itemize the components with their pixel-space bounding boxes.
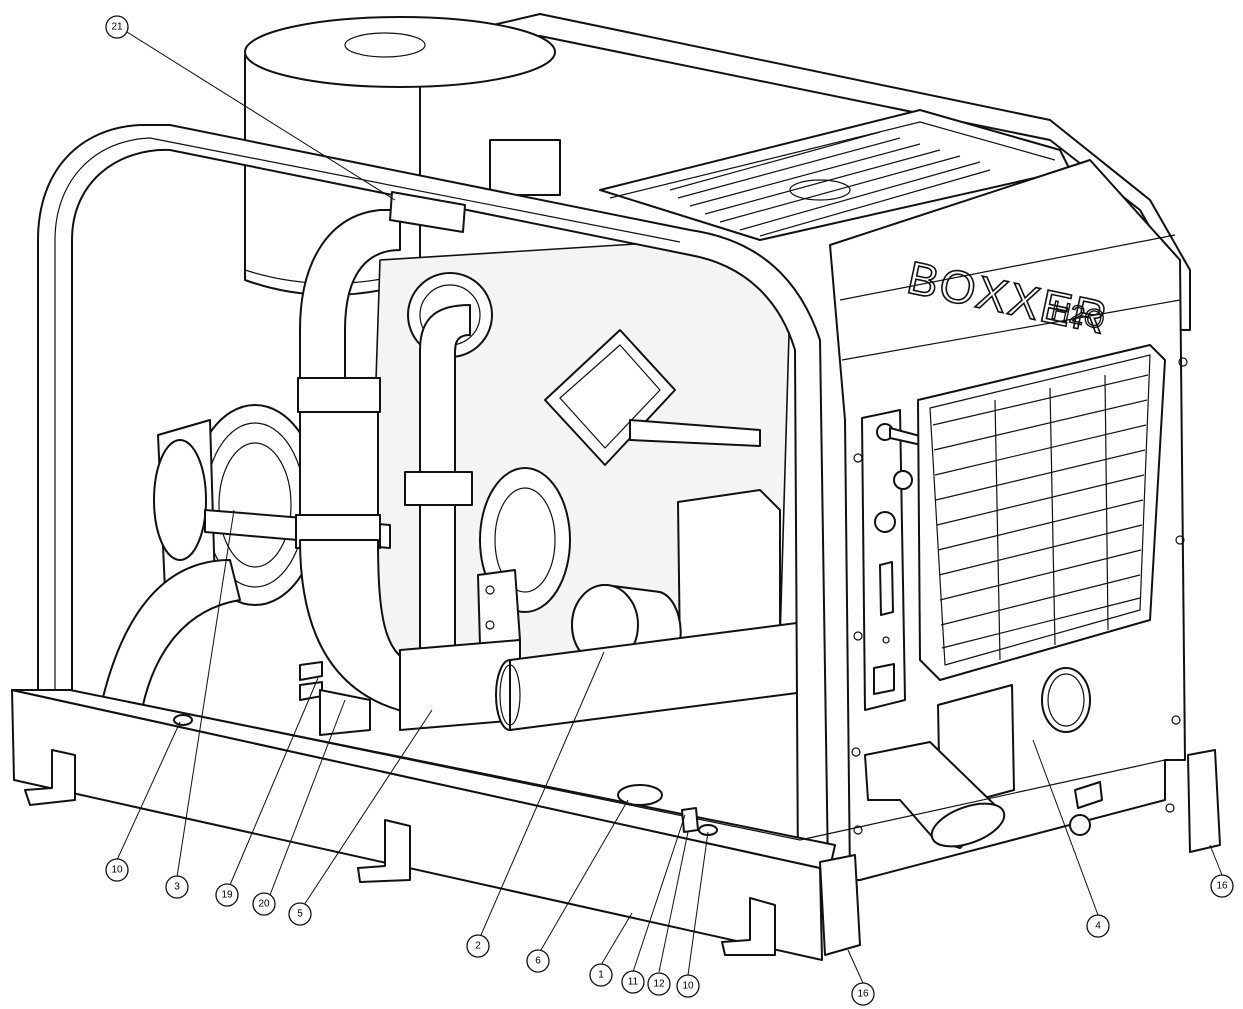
mounting-foot [721,897,776,956]
decal-plate [389,191,466,233]
svg-text:21: 21 [111,22,123,33]
callout-2: 2 [466,934,490,958]
callout-20: 20 [252,892,276,916]
base-frame [11,661,1221,961]
top-vent-grille [669,131,991,237]
callout-4: 4 [1086,914,1110,938]
right-side-panel: BOXXER H2O [829,159,1188,881]
roll-cage-frame [37,124,829,876]
intake-pipe [295,209,401,549]
callout-21: 21 [105,15,129,39]
callout-16b: 16 [1210,874,1234,898]
access-port [1041,667,1091,733]
callout-6: 6 [526,949,550,973]
svg-text:4: 4 [1095,921,1101,932]
corner-bumper-rear [1187,749,1221,853]
water-pump [477,467,571,646]
svg-text:5: 5 [297,909,303,920]
suction-hose [99,559,241,721]
svg-text:6: 6 [535,956,541,967]
corner-bumper-front [819,854,861,956]
callout-19: 19 [215,883,239,907]
louvered-grille [917,344,1166,681]
indicator-knob[interactable] [893,470,913,490]
svg-text:20: 20 [258,899,270,910]
engine-block [153,239,791,701]
ignition-key-switch[interactable] [874,511,896,533]
callout-5: 5 [288,902,312,926]
callout-12: 12 [647,972,671,996]
rocker-switch[interactable] [879,561,894,616]
callout-3: 3 [165,875,189,899]
control-panel-strip [861,409,906,711]
hour-meter [873,663,895,695]
svg-text:1: 1 [598,970,604,981]
svg-text:19: 19 [221,890,233,901]
svg-text:10: 10 [111,865,123,876]
pump-rotor-housing [153,404,391,606]
exhaust-elbow-pipe [299,539,821,731]
mounting-foot [24,749,76,806]
drain-valve[interactable] [1069,814,1091,836]
callout-bubbles: 21 10 3 19 20 5 2 6 [105,15,1234,1006]
svg-text:12: 12 [653,979,665,990]
callout-11: 11 [621,970,645,994]
callout-10a: 10 [105,858,129,882]
svg-text:3: 3 [174,882,180,893]
callout-10b: 10 [676,974,700,998]
svg-text:16: 16 [1216,881,1228,892]
svg-text:10: 10 [682,981,694,992]
svg-text:2: 2 [475,941,481,952]
callout-1: 1 [589,963,613,987]
svg-text:16: 16 [857,989,869,1000]
callout-16a: 16 [851,982,875,1006]
callout-leaders [116,31,1223,984]
mounting-foot [357,819,411,883]
svg-text:11: 11 [628,977,639,988]
water-hose [404,304,473,651]
drain-fitting [617,784,663,806]
valve-cover [544,329,676,466]
